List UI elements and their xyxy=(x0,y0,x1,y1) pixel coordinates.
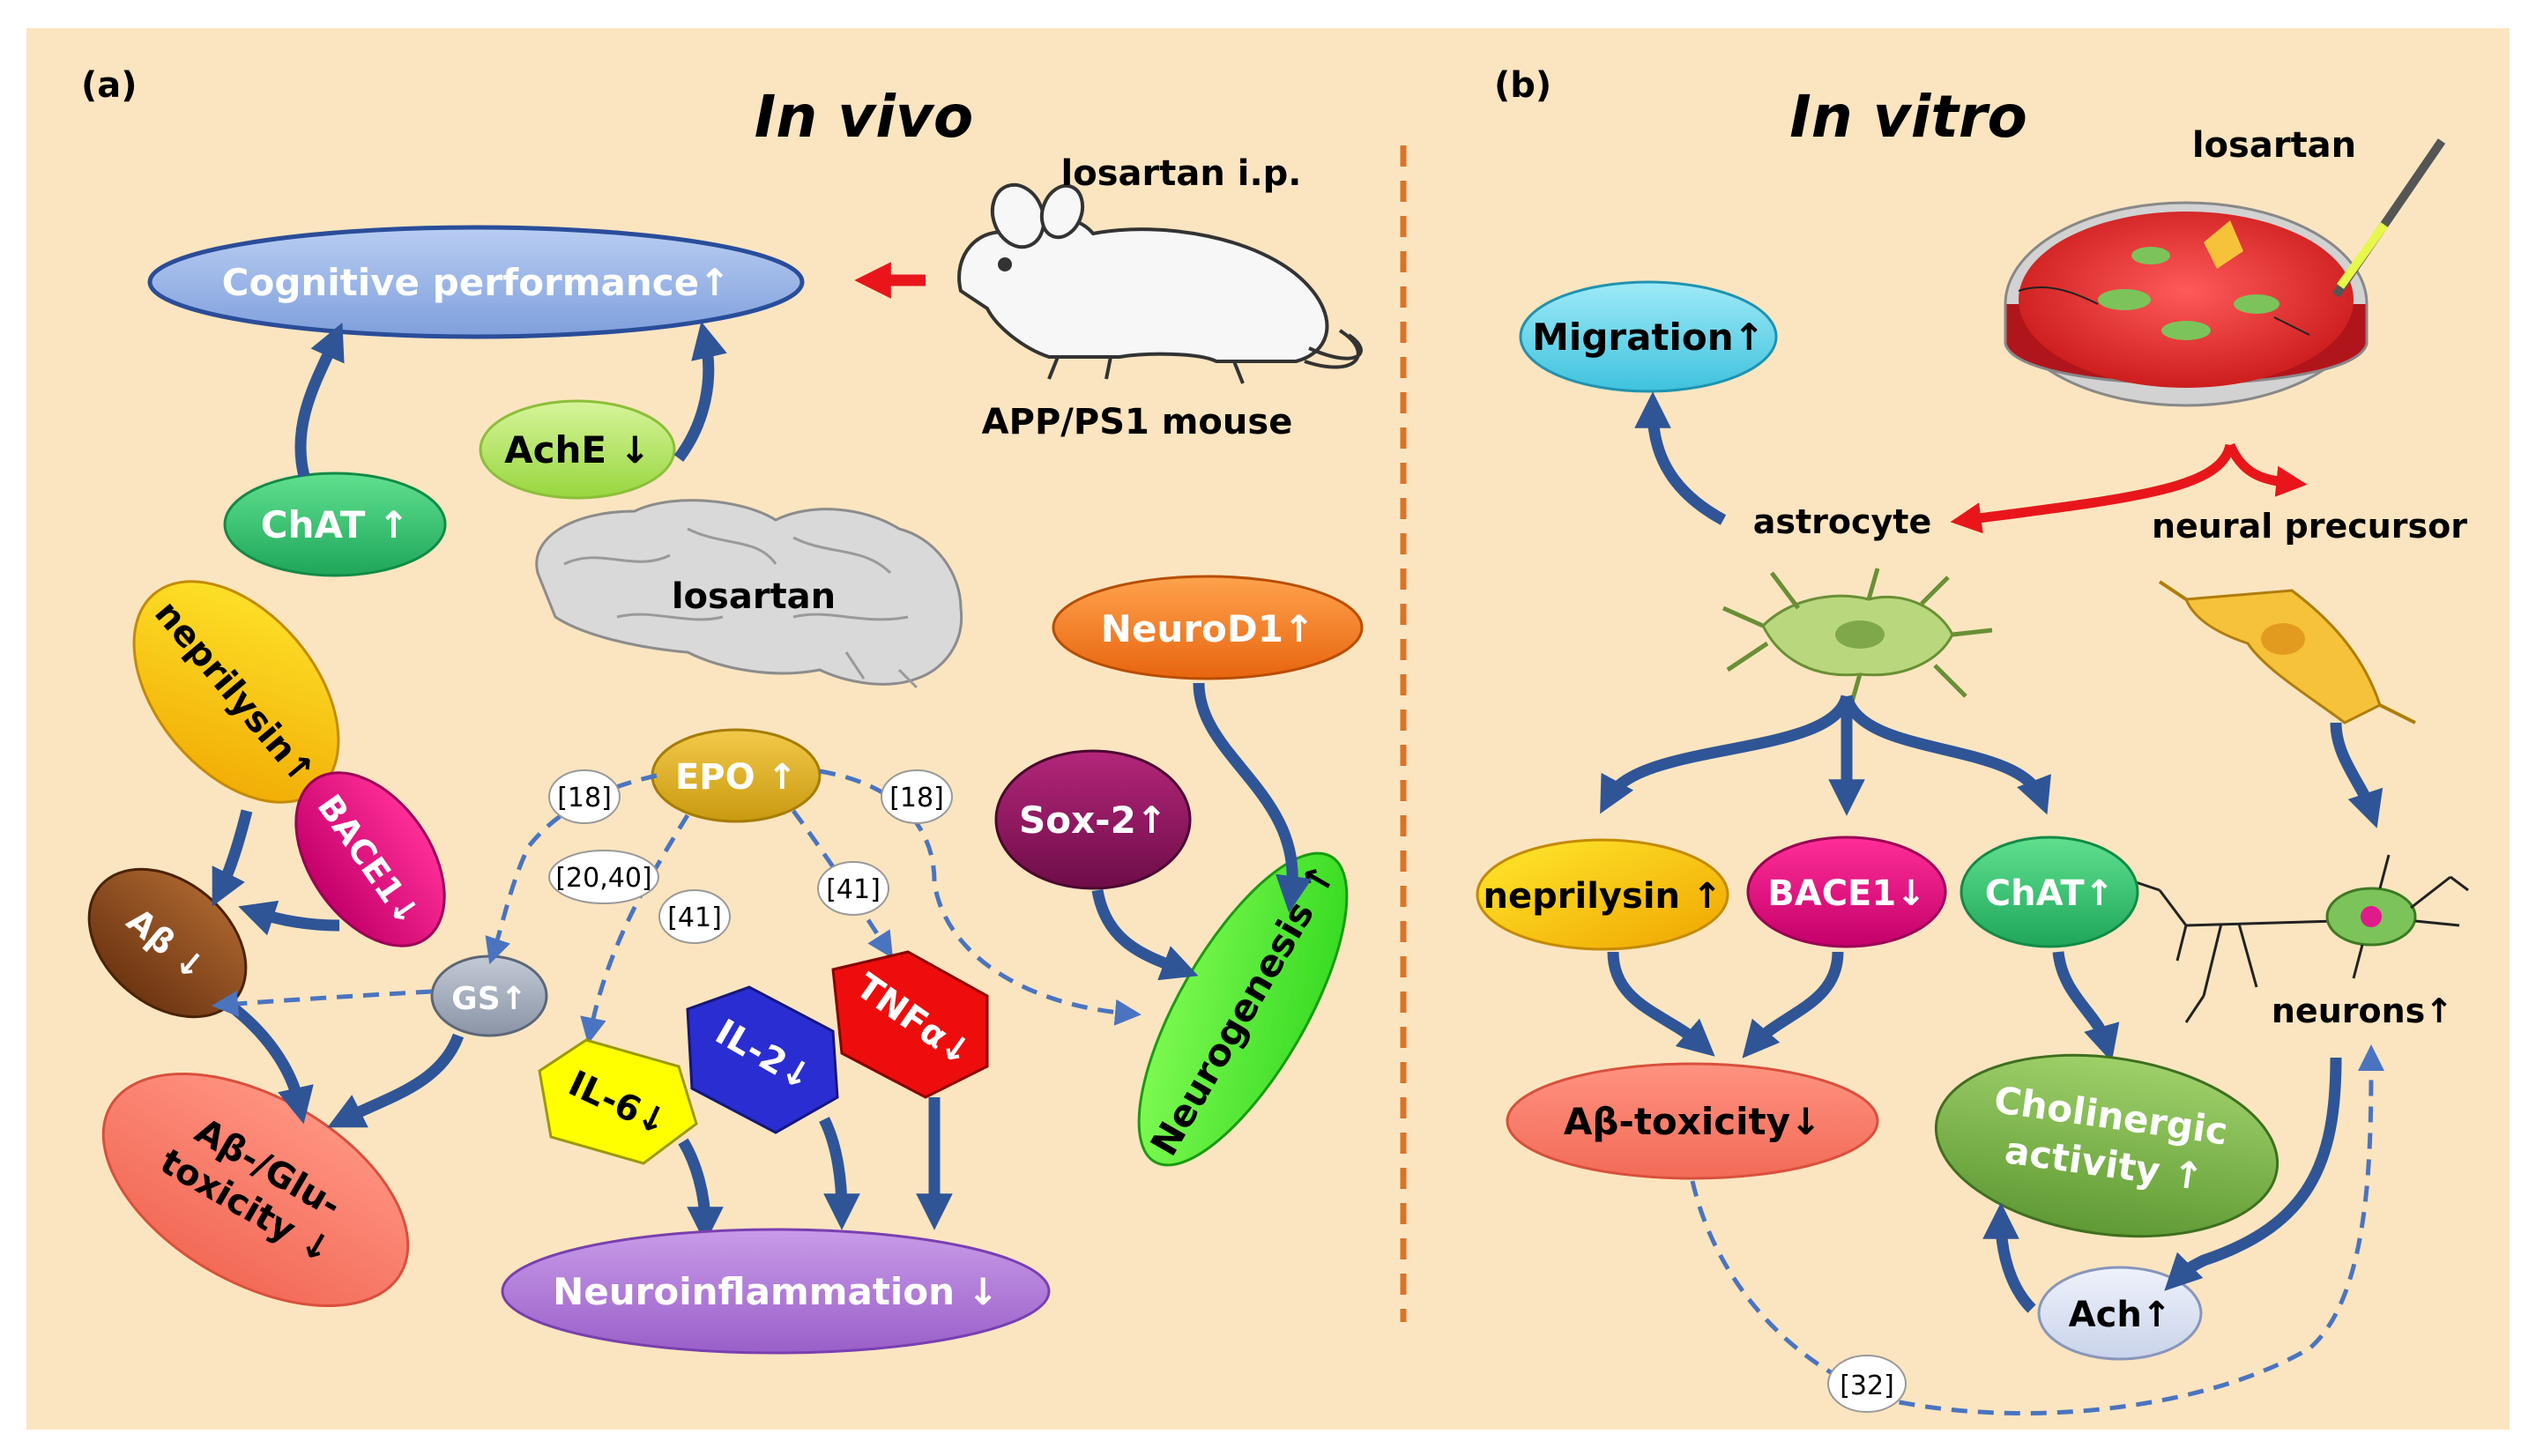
migration-label: Migration↑ xyxy=(1532,316,1765,359)
arrow-il6-to-inflammation xyxy=(678,1138,724,1244)
ref-18-right: [18] xyxy=(881,769,953,824)
arrow-neurod1-to-neurogenesis xyxy=(1193,682,1313,913)
panel-b-title: In vitro xyxy=(1789,83,2027,151)
neural-precursor-label: neural precursor xyxy=(2152,507,2467,546)
ref-41-right: [41] xyxy=(817,861,889,916)
petri-dish-icon xyxy=(2004,138,2446,407)
ref-20-40: [20,40] xyxy=(548,850,659,904)
svg-text:[41]: [41] xyxy=(667,903,722,933)
arrow-ache-to-cognition xyxy=(673,321,727,462)
neurod1-label: NeuroD1↑ xyxy=(1101,607,1314,650)
ref-32: [32] xyxy=(1827,1355,1907,1413)
migration-node xyxy=(1519,280,1778,393)
dashed-epo-to-gs xyxy=(485,773,658,965)
svg-text:[41]: [41] xyxy=(826,874,881,905)
losartan-ip-label: losartan i.p. xyxy=(1061,153,1302,194)
panel-a-label: (a) xyxy=(81,65,138,106)
arrow-chat-to-cognition xyxy=(294,322,345,478)
ache-label: AchE ↓ xyxy=(504,428,651,472)
brain-icon xyxy=(535,499,963,689)
sox2-node xyxy=(994,749,1192,890)
chat-node xyxy=(223,472,447,577)
red-arrow-dish-to-astrocyte xyxy=(1950,443,2235,534)
dashed-abtox-to-neurons xyxy=(1690,1044,2384,1415)
abtox-b-node xyxy=(1506,1062,1879,1180)
mouse-label: APP/PS1 mouse xyxy=(982,402,1293,442)
arrow-neprilysin-to-abtox xyxy=(1607,951,1715,1057)
neuron-icon xyxy=(2132,854,2469,1023)
dashed-epo-to-il6 xyxy=(580,813,690,1044)
arrow-neprilysin-to-abeta xyxy=(212,809,253,907)
ref-18-left: [18] xyxy=(548,769,621,824)
svg-text:[20,40]: [20,40] xyxy=(555,863,651,894)
sox2-label: Sox-2↑ xyxy=(1019,799,1167,842)
neural-precursor-icon xyxy=(2158,580,2416,724)
dish-losartan-label: losartan xyxy=(2192,125,2356,166)
arrow-neurons-to-ach xyxy=(2164,1057,2342,1291)
neprilysin-b-label: neprilysin ↑ xyxy=(1484,876,1722,917)
cognitive-performance-label: Cognitive performance↑ xyxy=(222,261,731,304)
epo-label: EPO ↑ xyxy=(675,757,797,798)
arrow-sox2-to-neurogenesis xyxy=(1091,888,1199,981)
ache-node xyxy=(479,399,676,500)
bace1-b-node xyxy=(1746,836,1947,948)
bace1-b-label: BACE1↓ xyxy=(1767,873,1925,914)
arrow-astrocyte-to-chat xyxy=(1841,694,2051,815)
svg-text:[18]: [18] xyxy=(557,783,612,813)
tnfa-node: TNFα↓ xyxy=(831,950,989,1099)
ach-node xyxy=(2037,1266,2203,1361)
dashed-epo-to-tnfa xyxy=(791,809,894,959)
arrow-abeta-to-toxicity xyxy=(226,999,314,1125)
cognitive-performance-node xyxy=(147,225,805,339)
neurons-label: neurons↑ xyxy=(2272,992,2453,1030)
neurod1-node xyxy=(1052,575,1364,680)
chat-b-node xyxy=(1960,836,2139,948)
abtox-b-label: Aβ-toxicity↓ xyxy=(1564,1100,1821,1143)
arrow-bace1-to-abtox xyxy=(1742,951,1844,1059)
neprilysin-b-node xyxy=(1476,838,1729,951)
arrow-chat-to-cholinergic xyxy=(2052,951,2120,1062)
arrow-il2-to-inflammation xyxy=(819,1117,860,1230)
chat-label: ChAT ↑ xyxy=(261,503,409,546)
svg-text:[18]: [18] xyxy=(889,783,944,813)
arrow-gs-to-toxicity xyxy=(327,1033,465,1128)
svg-text:[32]: [32] xyxy=(1840,1371,1894,1401)
arrow-astrocyte-to-neprilysin xyxy=(1600,694,1853,814)
chat-b-label: ChAT↑ xyxy=(1985,873,2114,914)
arrow-ach-to-cholinergic xyxy=(1982,1202,2036,1313)
arrow-astrocyte-to-migration xyxy=(1634,391,1727,525)
arrow-precursor-to-neurons xyxy=(2330,722,2384,828)
arrow-bace1-to-abeta xyxy=(238,900,340,936)
astrocyte-icon xyxy=(1722,568,1993,706)
neuroinflammation-label: Neuroinflammation ↓ xyxy=(553,1270,999,1313)
il2-node: IL-2↓ xyxy=(686,985,839,1134)
bace1-node xyxy=(294,771,446,947)
gs-label: GS↑ xyxy=(451,981,527,1017)
mouse-icon xyxy=(957,182,1363,384)
panel-b-label: (b) xyxy=(1494,65,1551,106)
ach-label: Ach↑ xyxy=(2069,1295,2172,1335)
neuroinflammation-node xyxy=(501,1228,1051,1355)
panel-a-title: In vivo xyxy=(755,83,974,151)
brain-losartan-label: losartan xyxy=(672,576,836,617)
cholinergic-activity-node xyxy=(1934,1053,2279,1238)
red-arrow-dish-to-precursor xyxy=(2225,442,2308,497)
dashed-gs-to-abeta xyxy=(212,989,433,1017)
astrocyte-label: astrocyte xyxy=(1753,502,1932,541)
il6-node: IL-6↓ xyxy=(538,1038,698,1165)
ref-41-left: [41] xyxy=(658,889,731,944)
